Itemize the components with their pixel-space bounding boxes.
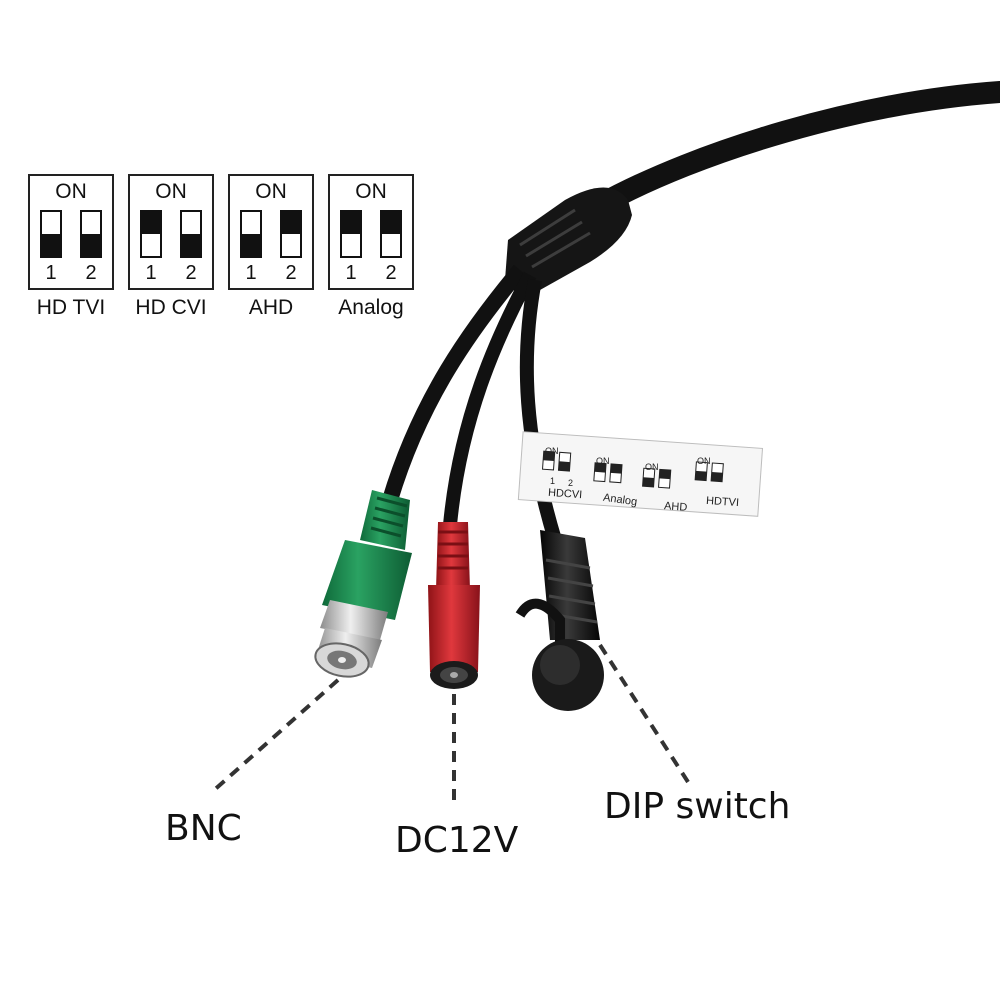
dip-switch-2: [80, 210, 102, 258]
dip-num-1: 1: [45, 262, 57, 284]
dip-on-label: ON: [55, 180, 87, 203]
sticker-switches: [541, 450, 724, 489]
dip-switch-2: [180, 210, 202, 258]
dip-num-2: 2: [385, 262, 397, 284]
dip-num-2: 2: [85, 262, 97, 284]
dip-panel-hd-tvi: ON 1 2: [28, 174, 114, 290]
dip-switch-1: [340, 210, 362, 258]
dip-sticker: [517, 431, 764, 517]
dc12v-label: DC12V: [395, 820, 519, 861]
sticker-switch-knob: [659, 469, 671, 480]
dip-switch-1: [40, 210, 62, 258]
dip-switch-1: [140, 210, 162, 258]
dip-panel-hd-cvi: ON 1 2: [128, 174, 214, 290]
sticker-switch-knob: [610, 463, 623, 474]
dip-mode-ahd: AHD: [248, 296, 294, 319]
dip-on-label: ON: [155, 180, 187, 203]
dip-mode-hd-cvi: HD CVI: [135, 296, 207, 319]
dip-panel-analog: ON 1 2: [328, 174, 414, 290]
dip-mode-hd-tvi: HD TVI: [36, 296, 106, 319]
main-cable: [589, 81, 1000, 216]
sticker-switch-knob: [558, 461, 571, 472]
bnc-label: BNC: [165, 808, 242, 849]
dip-on-label: ON: [255, 180, 287, 203]
sticker-switch-knob: [711, 471, 723, 482]
dip-switch-2: [280, 210, 302, 258]
dip-switch-label: DIP switch: [604, 786, 791, 827]
dip-on-label: ON: [355, 180, 387, 203]
dip-num-1: 1: [245, 262, 257, 284]
dip-panel-ahd: ON 1 2: [228, 174, 314, 290]
sticker-switch-knob: [642, 477, 655, 487]
bnc-connector: [314, 490, 412, 678]
sticker-switch-knob: [594, 462, 607, 473]
dip-num-2: 2: [285, 262, 297, 284]
dip-cable: [519, 278, 562, 543]
dip-num-1: 1: [345, 262, 357, 284]
sticker-switch-knob: [543, 451, 555, 461]
dip-leader-line: [598, 643, 690, 784]
dip-num-2: 2: [185, 262, 197, 284]
dip-switch-1: [240, 210, 262, 258]
dc-cable: [443, 271, 537, 526]
dip-switch-connector: [515, 530, 604, 711]
dip-switch-2: [380, 210, 402, 258]
dc-connector: [428, 522, 480, 689]
dip-num-1: 1: [145, 262, 157, 284]
bnc-leader-line: [210, 678, 340, 794]
sticker-switch-knob: [695, 470, 707, 481]
dip-mode-analog: Analog: [338, 296, 404, 319]
bnc-cable: [382, 264, 527, 503]
cable-splitter: [505, 187, 632, 294]
